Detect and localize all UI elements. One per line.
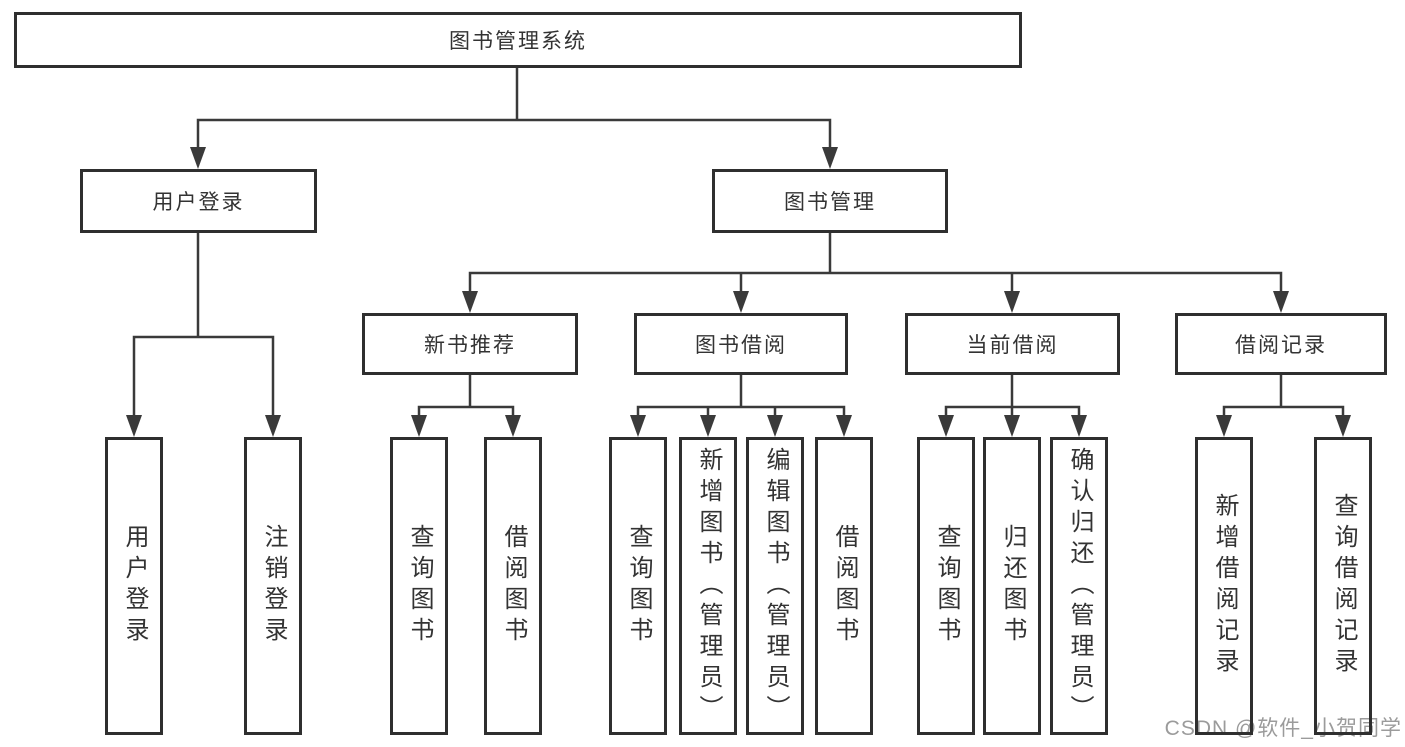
arrowheads xyxy=(126,147,1351,437)
node-book-borrow: 图书借阅 xyxy=(634,313,848,375)
leaf-label: 新增图书（管理员） xyxy=(695,446,722,726)
leaf-label: 查询借阅记录 xyxy=(1330,493,1357,679)
leaf-borrow-books: 借阅图书 xyxy=(815,437,873,735)
leaf-add-book-admin: 新增图书（管理员） xyxy=(679,437,737,735)
node-current-borrow: 当前借阅 xyxy=(905,313,1120,375)
node-new-book-recommend: 新书推荐 xyxy=(362,313,578,375)
leaf-logout: 注销登录 xyxy=(244,437,302,735)
leaf-user-login: 用户登录 xyxy=(105,437,163,735)
leaf-label: 查询图书 xyxy=(625,524,652,648)
leaf-label: 编辑图书（管理员） xyxy=(762,446,789,726)
node-label: 图书管理 xyxy=(784,191,876,214)
leaf-confirm-return-admin: 确认归还（管理员） xyxy=(1050,437,1108,735)
leaf-return-book: 归还图书 xyxy=(983,437,1041,735)
node-borrow-records: 借阅记录 xyxy=(1175,313,1387,375)
node-label: 用户登录 xyxy=(152,191,245,214)
leaf-label: 归还图书 xyxy=(999,524,1026,648)
leaf-label: 借阅图书 xyxy=(831,524,858,648)
leaf-label: 查询图书 xyxy=(406,524,433,648)
node-user-login-group: 用户登录 xyxy=(80,169,317,233)
leaf-borrow-books-recommend: 借阅图书 xyxy=(484,437,542,735)
leaf-query-borrow-record: 查询借阅记录 xyxy=(1314,437,1372,735)
node-label: 图书管理系统 xyxy=(449,30,587,53)
node-label: 借阅记录 xyxy=(1235,334,1327,357)
leaf-add-borrow-record: 新增借阅记录 xyxy=(1195,437,1253,735)
leaf-label: 用户登录 xyxy=(121,524,148,648)
leaf-query-books-borrow: 查询图书 xyxy=(609,437,667,735)
leaf-label: 新增借阅记录 xyxy=(1211,493,1238,679)
node-book-management: 图书管理 xyxy=(712,169,948,233)
leaf-query-books-current: 查询图书 xyxy=(917,437,975,735)
leaf-label: 确认归还（管理员） xyxy=(1066,446,1093,726)
node-label: 图书借阅 xyxy=(695,334,787,357)
leaf-label: 查询图书 xyxy=(933,524,960,648)
leaf-edit-book-admin: 编辑图书（管理员） xyxy=(746,437,804,735)
csdn-watermark: CSDN @软件_小贺同学 xyxy=(1164,717,1402,740)
node-library-system: 图书管理系统 xyxy=(14,12,1022,68)
leaf-label: 注销登录 xyxy=(260,524,287,648)
node-label: 新书推荐 xyxy=(424,334,516,357)
leaf-query-books-recommend: 查询图书 xyxy=(390,437,448,735)
leaf-label: 借阅图书 xyxy=(500,524,527,648)
node-label: 当前借阅 xyxy=(966,334,1059,357)
